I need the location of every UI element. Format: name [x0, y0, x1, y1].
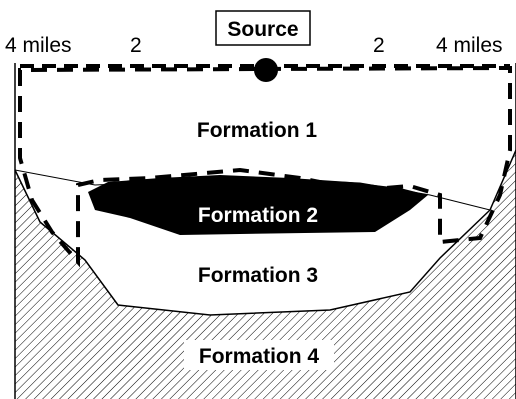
distance-label-right-4-miles: 4 miles	[436, 34, 503, 57]
source-point	[254, 58, 278, 82]
formation-3-lower-boundary	[14, 149, 516, 316]
source-box	[215, 10, 311, 46]
distance-label-left-4-miles: 4 miles	[5, 34, 72, 57]
formation-4-hatched-region	[15, 150, 516, 399]
source-label: Source	[227, 18, 298, 41]
formation-3-label: Formation 3	[198, 264, 318, 287]
formation-1-label: Formation 1	[197, 119, 317, 142]
formation-2-black-lens	[88, 175, 428, 235]
formation-4-label-background	[184, 340, 334, 370]
distance-label-right-2: 2	[373, 34, 385, 57]
formation-2-label: Formation 2	[198, 204, 318, 227]
dashed-capture-zone-outer	[18, 65, 512, 268]
formation-4-label: Formation 4	[199, 345, 319, 368]
distance-label-left-2: 2	[130, 34, 142, 57]
